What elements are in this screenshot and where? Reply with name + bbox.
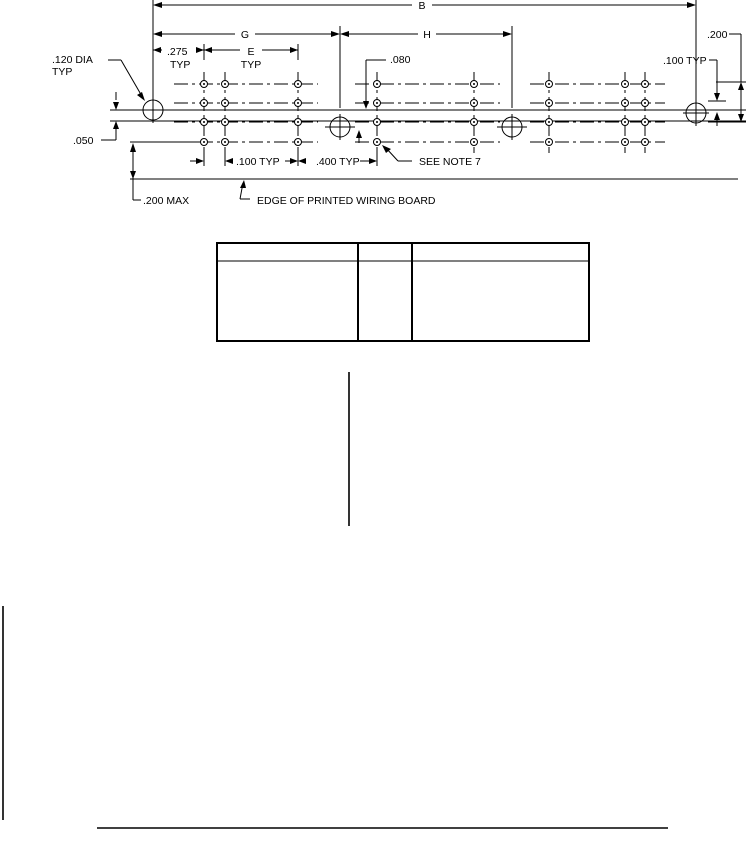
callout-board-edge: EDGE OF PRINTED WIRING BOARD	[239, 180, 436, 207]
pin-hole-center	[548, 102, 550, 104]
mount-hole-center-left	[325, 114, 355, 140]
mount-hole-center-right	[497, 114, 527, 140]
dimension-g-label: G	[241, 29, 249, 41]
pin-hole-center	[376, 121, 378, 123]
pin-hole-center	[624, 121, 626, 123]
pin-hole-center	[644, 83, 646, 85]
board-edge-label: EDGE OF PRINTED WIRING BOARD	[257, 195, 436, 207]
dimension-e-note: TYP	[241, 59, 261, 71]
pin-hole-center	[376, 102, 378, 104]
pin-hole-center	[224, 121, 226, 123]
pin-hole-center	[376, 141, 378, 143]
pin-hole-center	[376, 83, 378, 85]
dimension-g: G	[153, 26, 341, 108]
pin-hole-center	[203, 102, 205, 104]
dimension-200-max: .200 MAX	[130, 143, 189, 207]
dimension-b: B	[152, 0, 697, 105]
pin-hole-grid	[200, 80, 649, 146]
dimension-h-label: H	[423, 29, 431, 41]
pin-hole-center	[548, 121, 550, 123]
dimension-bottom-pitches: .100 TYP .400 TYP	[190, 150, 378, 168]
dimension-100-right: .100 TYP	[663, 55, 726, 126]
pin-hole-center	[473, 121, 475, 123]
pin-hole-center	[224, 83, 226, 85]
dimension-b-label: B	[418, 0, 425, 12]
pin-hole-center	[203, 141, 205, 143]
dimension-100-right-label: .100 TYP	[663, 55, 707, 67]
callout-see-note: SEE NOTE 7	[382, 145, 481, 168]
pin-hole-center	[297, 141, 299, 143]
pin-hole-center	[473, 83, 475, 85]
pin-hole-center	[644, 121, 646, 123]
dimension-400-label: .400 TYP	[316, 156, 360, 168]
dimension-275-and-e: .275 TYP E TYP	[153, 44, 299, 71]
pin-hole-center	[203, 83, 205, 85]
pin-hole-center	[297, 83, 299, 85]
pin-hole-center	[203, 121, 205, 123]
pin-hole-center	[624, 83, 626, 85]
mount-hole-note: TYP	[52, 66, 72, 78]
pin-hole-center	[297, 102, 299, 104]
see-note-label: SEE NOTE 7	[419, 156, 481, 168]
dimension-050-label: .050	[73, 135, 94, 147]
pin-hole-center	[473, 102, 475, 104]
dimension-275-note: TYP	[170, 59, 190, 71]
pin-hole-center	[548, 141, 550, 143]
blank-table	[216, 242, 590, 342]
mount-hole-left	[140, 97, 166, 123]
dimension-050: .050	[73, 92, 119, 147]
hole-centerlines	[174, 72, 665, 153]
pin-hole-center	[297, 121, 299, 123]
dimension-080-label: .080	[390, 54, 411, 66]
dimension-200-label: .200	[707, 29, 728, 41]
board-reference-lines	[110, 109, 746, 180]
pin-hole-center	[624, 102, 626, 104]
pin-hole-center	[224, 102, 226, 104]
pin-hole-center	[224, 141, 226, 143]
pin-hole-center	[624, 141, 626, 143]
pin-hole-center	[548, 83, 550, 85]
pin-hole-center	[644, 102, 646, 104]
mount-hole-label: .120 DIA	[52, 54, 93, 66]
dimension-e-label: E	[247, 46, 254, 58]
dimension-200: .200	[707, 29, 746, 123]
dimension-080: .080	[356, 54, 411, 143]
dimension-h: H	[340, 26, 513, 108]
callout-mount-hole: .120 DIA TYP	[52, 54, 145, 101]
pin-hole-center	[473, 141, 475, 143]
pin-hole-center	[644, 141, 646, 143]
mount-hole-right	[683, 100, 709, 126]
dimension-100-bottom-label: .100 TYP	[236, 156, 280, 168]
dimension-275-label: .275	[167, 46, 188, 58]
dimension-200-max-label: .200 MAX	[143, 195, 189, 207]
